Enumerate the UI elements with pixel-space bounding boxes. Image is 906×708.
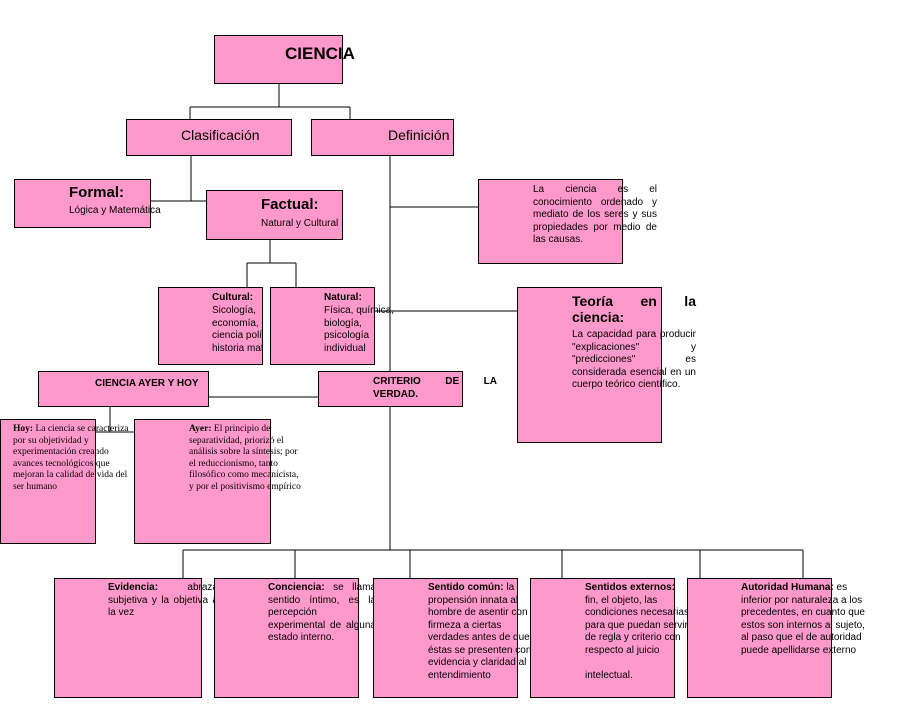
cultural-text: Sicología, economía, ciencia política, h… bbox=[212, 305, 263, 354]
hoy-node bbox=[0, 419, 96, 544]
teoria-text: La capacidad para producir "explicacione… bbox=[572, 329, 699, 390]
sentidos-externos-body: fin, el objeto, las condiciones necesari… bbox=[585, 594, 689, 681]
sentido-comun-text: Sentido común: la propensión innata al h… bbox=[428, 582, 536, 682]
formal-text: Lógica y Matemática bbox=[69, 205, 161, 216]
natural-node bbox=[270, 287, 375, 365]
factual-title: Factual: bbox=[261, 196, 319, 213]
conciencia-title: Conciencia: bbox=[268, 582, 325, 593]
hoy-body: La ciencia se caracteriza por su objetiv… bbox=[13, 424, 131, 492]
factual-text: Natural y Cultural bbox=[261, 218, 339, 229]
sentido-comun-body: la propensión innata al hombre de asenti… bbox=[428, 582, 532, 681]
criterio-title: CRITERIO DE LA VERDAD. bbox=[373, 376, 500, 400]
ayer-text: Ayer: El principio de separatividad, pri… bbox=[189, 424, 301, 493]
ayer-title: Ayer: bbox=[189, 424, 212, 434]
teoria-node bbox=[517, 287, 662, 443]
autoridad-node bbox=[687, 578, 832, 698]
teoria-title: Teoría en la ciencia: bbox=[572, 293, 696, 325]
sentidos-externos-title: Sentidos externos: bbox=[585, 582, 676, 593]
evidencia-title: Evidencia: bbox=[108, 582, 159, 593]
definicion-text: La ciencia es el conocimiento ordenado y… bbox=[533, 184, 660, 245]
natural-text: Física, química, biología, psicología in… bbox=[324, 305, 395, 354]
conciencia-body: se llama sentido íntimo, es la percepció… bbox=[268, 582, 376, 643]
cultural-title: Cultural: bbox=[212, 292, 254, 303]
formal-title: Formal: bbox=[69, 184, 125, 201]
sentido-comun-node bbox=[373, 578, 518, 698]
criterio-node bbox=[318, 371, 463, 407]
ayer-node bbox=[134, 419, 271, 544]
factual-node bbox=[206, 190, 343, 240]
sentidos-externos-node bbox=[530, 578, 675, 698]
autoridad-body: es inferior por naturaleza a los precede… bbox=[741, 582, 868, 656]
ciencia-ayer-hoy-node bbox=[38, 371, 209, 407]
clasificacion-title: Clasificación bbox=[181, 127, 260, 143]
ciencia-node bbox=[214, 35, 343, 84]
clasificacion-node bbox=[126, 119, 292, 156]
formal-node bbox=[14, 179, 151, 228]
conciencia-text: Conciencia: se llama sentido íntimo, es … bbox=[268, 582, 376, 645]
natural-title: Natural: bbox=[324, 292, 362, 303]
definicion-text-node bbox=[478, 179, 623, 264]
ciencia-ayer-hoy-title: CIENCIA AYER Y HOY bbox=[95, 378, 199, 389]
hoy-text: Hoy: La ciencia se caracteriza por su ob… bbox=[13, 424, 130, 493]
sentido-comun-title: Sentido común: bbox=[428, 582, 504, 593]
sentidos-externos-text: Sentidos externos: fin, el objeto, las c… bbox=[585, 582, 689, 682]
hoy-title: Hoy: bbox=[13, 424, 34, 434]
autoridad-title: Autoridad Humana: bbox=[741, 582, 834, 593]
evidencia-text: Evidencia: abraza subjetiva y la objetiv… bbox=[108, 582, 218, 620]
definicion-node bbox=[311, 119, 454, 156]
autoridad-text: Autoridad Humana: es inferior por natura… bbox=[741, 582, 865, 657]
evidencia-node bbox=[54, 578, 202, 698]
cultural-node bbox=[158, 287, 263, 365]
conciencia-node bbox=[214, 578, 359, 698]
ayer-body: El principio de separatividad, priorizó … bbox=[189, 424, 301, 492]
definicion-title: Definición bbox=[388, 127, 450, 143]
ciencia-title: CIENCIA bbox=[285, 44, 355, 63]
